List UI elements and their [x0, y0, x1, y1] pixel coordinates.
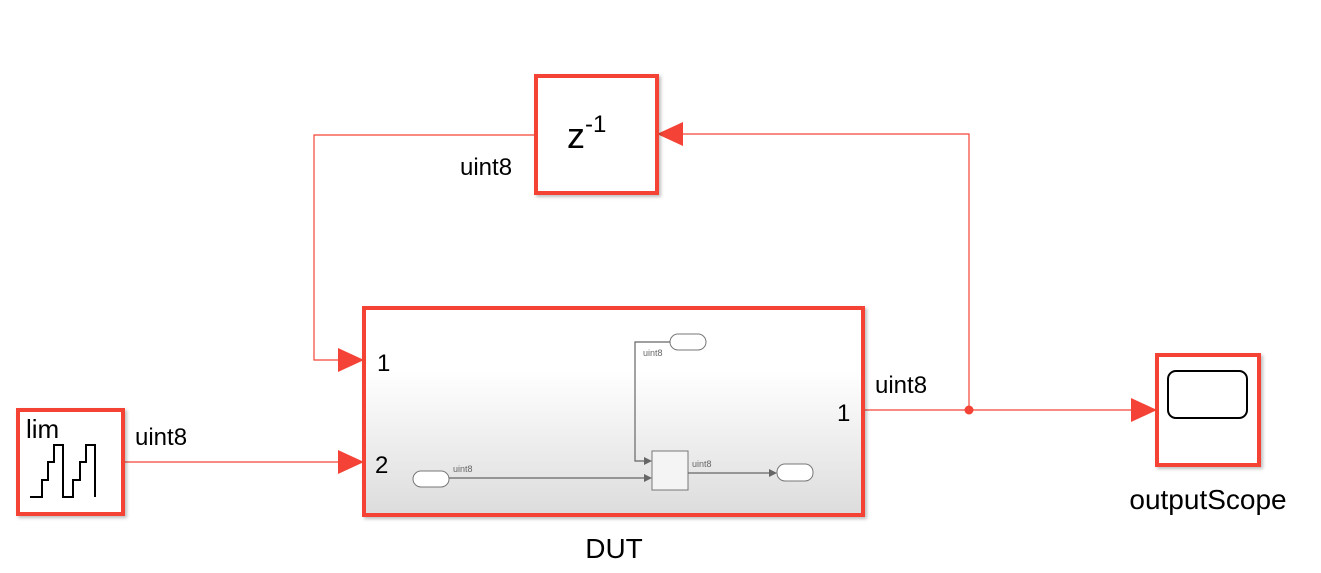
inner-signal-label-out: uint8: [692, 459, 712, 469]
unit-delay-block[interactable]: z-1: [534, 74, 659, 195]
delay-label: z-1: [567, 111, 606, 156]
signal-delay-to-dut[interactable]: [313, 134, 536, 372]
staircase-icon: [30, 444, 96, 498]
inner-inport-top: [669, 333, 707, 351]
inner-signal-label-in: uint8: [453, 464, 473, 474]
signal-label-delay-out: uint8: [460, 154, 512, 181]
arrow-icon: [338, 348, 364, 372]
source-block[interactable]: lim: [16, 408, 125, 516]
inner-outport: [776, 463, 814, 482]
inner-block: [651, 450, 689, 491]
signal-source-to-dut[interactable]: [123, 450, 364, 474]
signal-label-dut-out: uint8: [875, 372, 927, 399]
arrow-icon: [657, 122, 683, 146]
arrow-icon: [338, 450, 364, 474]
inner-inport-bottom: [412, 470, 450, 488]
dut-name-label: DUT: [585, 533, 643, 564]
inner-signal-label-top: uint8: [643, 348, 663, 358]
scope-name-label: outputScope: [1129, 484, 1286, 515]
signal-feedback-to-delay[interactable]: [657, 122, 970, 410]
dut-subsystem-block[interactable]: 1 2 1 uint8 uint8 uint8: [362, 306, 865, 517]
dut-inport-2-label: 2: [375, 452, 388, 479]
scope-block[interactable]: [1155, 353, 1261, 467]
arrow-icon: [1131, 398, 1157, 422]
signal-dut-to-scope[interactable]: [863, 398, 1157, 422]
signal-label-source-out: uint8: [135, 424, 187, 451]
dut-inport-1-label: 1: [377, 350, 390, 377]
dut-preview: uint8 uint8 uint8: [412, 333, 814, 491]
dut-outport-1-label: 1: [837, 400, 850, 427]
source-label: lim: [26, 414, 59, 444]
scope-screen-icon: [1167, 370, 1248, 419]
